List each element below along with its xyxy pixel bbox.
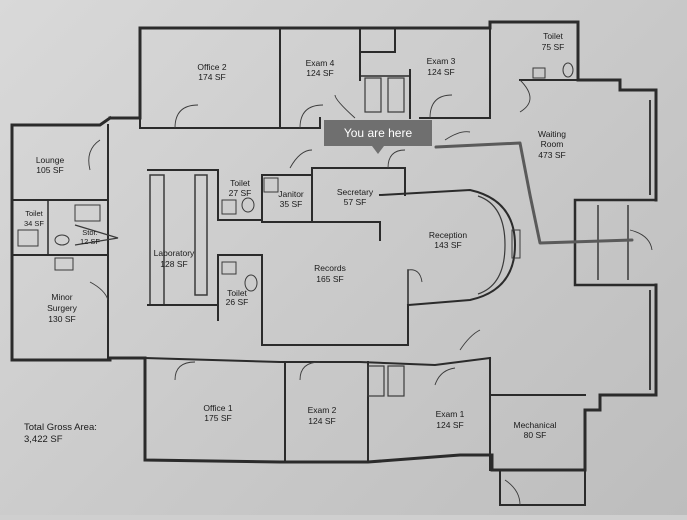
room-toilet-w-area: 34 SF xyxy=(24,219,44,228)
room-minor-surgery-area: 130 SF xyxy=(48,314,75,324)
room-toilet-26-area: 26 SF xyxy=(226,297,249,307)
room-toilet-ne-area: 75 SF xyxy=(542,42,565,52)
room-records-area: 165 SF xyxy=(316,274,343,284)
you-are-here-label: You are here xyxy=(344,126,413,140)
room-exam-3-name: Exam 3 xyxy=(427,56,456,66)
room-mechanical-name: Mechanical xyxy=(514,420,557,430)
room-laboratory-area: 128 SF xyxy=(160,259,187,269)
total-gross-area-value: 3,422 SF xyxy=(24,434,63,445)
room-stor-area: 12 SF xyxy=(80,237,100,246)
room-lounge-name: Lounge xyxy=(36,155,65,165)
room-janitor-area: 35 SF xyxy=(280,199,303,209)
room-office-1-area: 175 SF xyxy=(204,413,231,423)
room-mechanical-area: 80 SF xyxy=(524,430,547,440)
room-office-2-area: 174 SF xyxy=(198,72,225,82)
room-office-2-name: Office 2 xyxy=(197,62,226,72)
room-office-1-name: Office 1 xyxy=(203,403,232,413)
interior-walls xyxy=(11,27,651,471)
room-reception-area: 143 SF xyxy=(434,240,461,250)
room-exam-4-area: 124 SF xyxy=(306,68,333,78)
room-exam-2-name: Exam 2 xyxy=(308,405,337,415)
room-exam-1-area: 124 SF xyxy=(436,420,463,430)
room-laboratory-name: Laboratory xyxy=(154,248,195,258)
room-waiting-area: 473 SF xyxy=(538,150,565,160)
room-secretary-area: 57 SF xyxy=(344,197,367,207)
door-swings xyxy=(88,79,653,506)
room-toilet-26-name: Toilet xyxy=(227,288,247,298)
you-are-here-marker: You are here xyxy=(324,120,432,154)
total-gross-area-label: Total Gross Area: xyxy=(24,422,97,433)
room-exam-2-area: 124 SF xyxy=(308,416,335,426)
room-janitor-name: Janitor xyxy=(278,189,304,199)
room-exam-3-area: 124 SF xyxy=(427,67,454,77)
room-exam-4-name: Exam 4 xyxy=(306,58,335,68)
room-toilet-w-name: Toilet xyxy=(25,209,43,218)
room-lounge-area: 105 SF xyxy=(36,165,63,175)
room-records-name: Records xyxy=(314,263,346,273)
room-secretary-name: Secretary xyxy=(337,187,374,197)
room-reception-name: Reception xyxy=(429,230,468,240)
room-stor-name: Stor. xyxy=(82,228,97,237)
room-labels: Office 2 174 SF Exam 4 124 SF Exam 3 124… xyxy=(24,31,566,440)
room-toilet-27-area: 27 SF xyxy=(229,188,252,198)
route-path xyxy=(434,141,634,245)
room-exam-1-name: Exam 1 xyxy=(436,409,465,419)
total-gross-area: Total Gross Area: 3,422 SF xyxy=(24,422,97,445)
room-toilet-ne-name: Toilet xyxy=(543,31,563,41)
room-toilet-27-name: Toilet xyxy=(230,178,250,188)
